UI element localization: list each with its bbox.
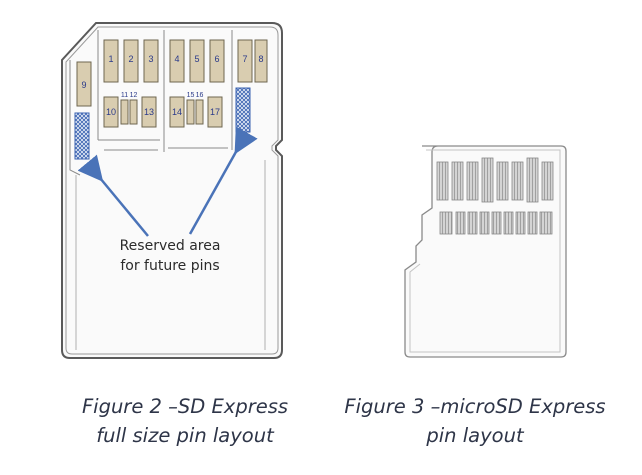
sd-card-inner-outline bbox=[65, 26, 279, 355]
microsd-pin bbox=[439, 211, 453, 235]
microsd-pin bbox=[479, 211, 490, 235]
sd-card-notch-detail bbox=[69, 60, 81, 176]
sd-pin bbox=[141, 96, 157, 128]
sd-pin bbox=[143, 39, 159, 83]
sd-pin-label: 1 bbox=[108, 54, 113, 64]
microsd-pin bbox=[466, 161, 479, 201]
caption-line: pin layout bbox=[426, 424, 524, 447]
caption-microsd-express: Figure 3 –microSD Express pin layout bbox=[330, 392, 620, 450]
microsd-pin bbox=[467, 211, 478, 235]
sd-pin bbox=[103, 96, 119, 128]
sd-pin-label: 14 bbox=[172, 107, 182, 117]
sd-pin bbox=[195, 99, 204, 125]
microsd-pin bbox=[539, 211, 553, 235]
sd-pin-label: 17 bbox=[210, 107, 220, 117]
microsd-pin bbox=[541, 161, 554, 201]
microsd-pin bbox=[503, 211, 514, 235]
callout-arrow-left bbox=[77, 154, 149, 237]
microsd-pin bbox=[515, 211, 526, 235]
sd-pin bbox=[103, 39, 119, 83]
sd-pin-label: 16 bbox=[196, 92, 204, 99]
sd-pin-label: 6 bbox=[214, 54, 219, 64]
microsd-pin bbox=[496, 161, 509, 201]
microsd-pin bbox=[527, 211, 538, 235]
sd-pin bbox=[169, 96, 185, 128]
sd-pin bbox=[120, 99, 129, 125]
sd-reserved-area-right bbox=[235, 87, 251, 133]
sd-pin-label: 7 bbox=[242, 54, 247, 64]
sd-pin-label: 8 bbox=[258, 54, 263, 64]
sd-pin bbox=[254, 39, 268, 83]
microsd-card-inner-outline bbox=[409, 149, 561, 353]
sd-row2-pins: 10 11 12 13 14 15 16 17 bbox=[103, 92, 223, 128]
sd-card: 1 2 3 4 5 6 7 8 9 10 11 12 1 bbox=[61, 22, 283, 359]
microsd-row1-pins bbox=[436, 157, 554, 203]
caption-line: full size pin layout bbox=[96, 424, 274, 447]
caption-line: Figure 3 –microSD Express bbox=[344, 395, 606, 418]
sd-pin bbox=[237, 39, 253, 83]
sd-pin-label: 2 bbox=[128, 54, 133, 64]
microsd-row2-pins bbox=[439, 211, 553, 235]
sd-pin-label: 13 bbox=[144, 107, 154, 117]
microsd-pin bbox=[481, 157, 494, 203]
sd-pin-label: 15 bbox=[187, 92, 195, 99]
callout-arrow-right bbox=[188, 126, 258, 235]
microsd-pin bbox=[451, 161, 464, 201]
sd-pin bbox=[189, 39, 205, 83]
sd-pin bbox=[186, 99, 195, 125]
callout-text-line1: Reserved area bbox=[120, 238, 221, 254]
sd-pin-label: 4 bbox=[174, 54, 179, 64]
microsd-pin bbox=[526, 157, 539, 203]
sd-pin bbox=[169, 39, 185, 83]
sd-row1-pins: 1 2 3 4 5 6 7 8 9 bbox=[76, 39, 268, 107]
sd-pin-label: 10 bbox=[106, 107, 116, 117]
microsd-pin bbox=[436, 161, 449, 201]
sd-pin-label: 12 bbox=[130, 92, 138, 99]
microsd-pin bbox=[491, 211, 502, 235]
microsd-card bbox=[404, 145, 567, 358]
microsd-pin bbox=[511, 161, 524, 201]
caption-sd-express: Figure 2 –SD Express full size pin layou… bbox=[40, 392, 330, 450]
sd-pin bbox=[207, 96, 223, 128]
sd-pin-label: 9 bbox=[81, 80, 86, 90]
sd-pin bbox=[123, 39, 139, 83]
sd-pin bbox=[76, 61, 92, 107]
sd-reserved-area-left bbox=[74, 112, 90, 160]
sd-pin-ribs bbox=[97, 30, 233, 152]
sd-pin bbox=[209, 39, 225, 83]
callout-text-line2: for future pins bbox=[120, 258, 219, 274]
microsd-pin bbox=[455, 211, 466, 235]
caption-line: Figure 2 –SD Express bbox=[81, 395, 289, 418]
sd-pin bbox=[129, 99, 138, 125]
sd-pin-label: 11 bbox=[121, 92, 128, 99]
sd-pin-label: 5 bbox=[194, 54, 199, 64]
sd-pin-label: 3 bbox=[148, 54, 153, 64]
